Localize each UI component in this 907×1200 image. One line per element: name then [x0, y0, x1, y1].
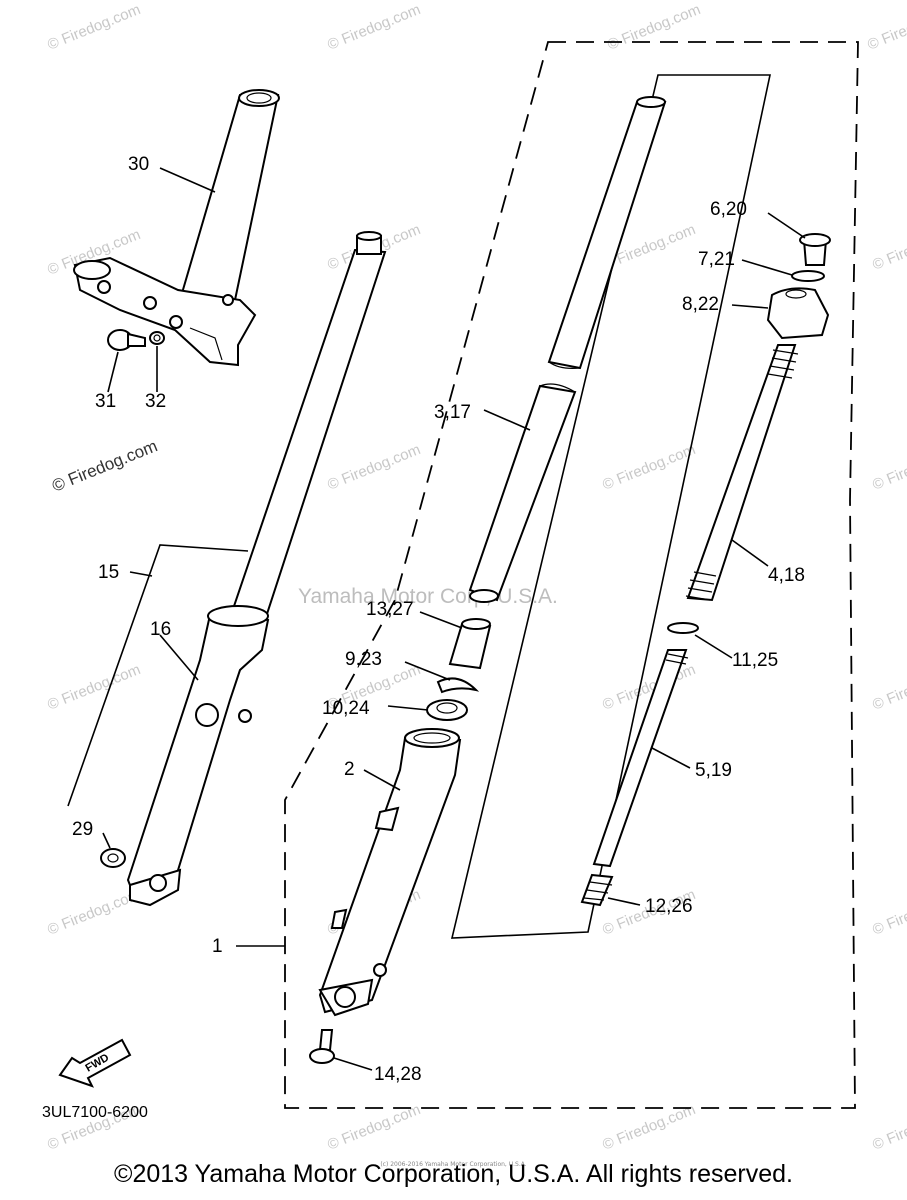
- label-3-17: 3,17: [434, 402, 471, 423]
- watermark: © Firedog.com: [325, 1101, 423, 1154]
- label-9-23: 9,23: [345, 649, 382, 670]
- watermark: © Firedog.com: [870, 441, 907, 494]
- label-2: 2: [344, 759, 355, 780]
- inner-tube-3-17: [468, 96, 667, 603]
- outer-tube-2: [318, 728, 462, 1017]
- watermark: © Firedog.com: [325, 1, 423, 54]
- label-5-19: 5,19: [695, 760, 732, 781]
- fwd-arrow-icon: FWD: [58, 1038, 132, 1088]
- watermark: © Firedog.com: [45, 1, 143, 54]
- watermark: © Firedog.com: [865, 1, 907, 54]
- circlip-11-25: [667, 622, 699, 634]
- washer-29: [100, 848, 126, 868]
- watermark: © Firedog.com: [870, 886, 907, 939]
- cap-bolt-6-20: [799, 233, 831, 266]
- label-15: 15: [98, 562, 119, 583]
- label-11-25: 11,25: [732, 650, 778, 671]
- label-7-21: 7,21: [698, 249, 735, 270]
- label-6-20: 6,20: [710, 199, 747, 220]
- spacer-cap-8-22: [766, 287, 830, 340]
- bolt-31: [107, 329, 146, 351]
- watermark: © Firedog.com: [870, 221, 907, 274]
- label-30: 30: [128, 154, 149, 175]
- oil-seal-10-24: [426, 699, 468, 721]
- watermark: © Firedog.com: [45, 886, 143, 939]
- watermark: © Firedog.com: [870, 1101, 907, 1154]
- watermark: © Firedog.com: [605, 1, 703, 54]
- inner-group-boundary: [450, 74, 771, 939]
- label-31: 31: [95, 391, 116, 412]
- center-watermark: Yamaha Motor Corp, U.S.A.: [298, 585, 558, 608]
- watermark: © Firedog.com: [600, 1101, 698, 1154]
- label-16: 16: [150, 619, 171, 640]
- clip-9-23: [436, 677, 480, 694]
- label-14-28: 14,28: [374, 1064, 422, 1085]
- watermark: © Firedog.com: [49, 436, 160, 495]
- collar-13-27: [448, 618, 492, 670]
- diagram-code: 3UL7100-6200: [42, 1104, 148, 1121]
- bolt-14-28: [309, 1029, 335, 1064]
- washer-32: [149, 331, 165, 345]
- fork-spring-4-18: [685, 344, 799, 602]
- label-29: 29: [72, 819, 93, 840]
- o-ring-7-21: [791, 270, 825, 282]
- label-8-22: 8,22: [682, 294, 719, 315]
- front-fork-assembly-15: [126, 231, 387, 907]
- watermark: © Firedog.com: [870, 661, 907, 714]
- watermark: © Firedog.com: [45, 661, 143, 714]
- steering-stem-30: [73, 89, 280, 367]
- rebound-spring-12-26: [580, 873, 614, 907]
- watermark: © Firedog.com: [325, 441, 423, 494]
- label-4-18: 4,18: [768, 565, 805, 586]
- copyright-footer: ©2013 Yamaha Motor Corporation, U.S.A. A…: [114, 1160, 793, 1188]
- damper-rod-5-19: [592, 649, 689, 868]
- label-10-24: 10,24: [322, 698, 370, 719]
- small-copyright: (c) 2006-2016 Yamaha Motor Corporation, …: [380, 1161, 527, 1168]
- group-15-bracket: [67, 544, 249, 807]
- label-32: 32: [145, 391, 166, 412]
- label-1: 1: [212, 936, 223, 957]
- label-12-26: 12,26: [645, 896, 693, 917]
- label-13-27: 13,27: [366, 599, 414, 620]
- assembly-boundary-right: [284, 41, 859, 1109]
